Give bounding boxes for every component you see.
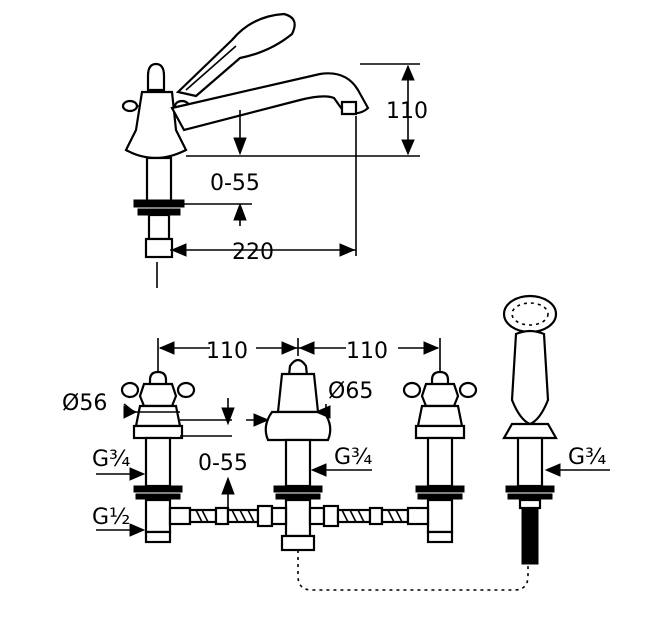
hand-shower xyxy=(502,294,558,565)
spacing-left-label: 110 xyxy=(206,339,248,364)
spout-diameter-label: Ø65 xyxy=(328,379,373,404)
adjust-label: 0-55 xyxy=(198,451,248,476)
inlet-thread-label: G½ xyxy=(92,505,130,530)
side-height-label: 110 xyxy=(386,99,428,124)
left-valve xyxy=(120,370,196,544)
shower-thread-label: G¾ xyxy=(568,445,606,470)
front-view: 110 110 xyxy=(62,294,610,591)
right-valve xyxy=(402,370,478,544)
center-spout xyxy=(264,358,332,552)
side-view: 110 0-55 220 xyxy=(121,12,428,288)
side-reach-label: 220 xyxy=(232,240,274,265)
connecting-hoses xyxy=(168,504,529,591)
left-thread-label: G¾ xyxy=(92,447,130,472)
spacing-right-label: 110 xyxy=(346,339,388,364)
handle-diameter-label: Ø56 xyxy=(62,391,107,416)
center-thread-label: G¾ xyxy=(334,445,372,470)
side-adjust-label: 0-55 xyxy=(210,171,260,196)
